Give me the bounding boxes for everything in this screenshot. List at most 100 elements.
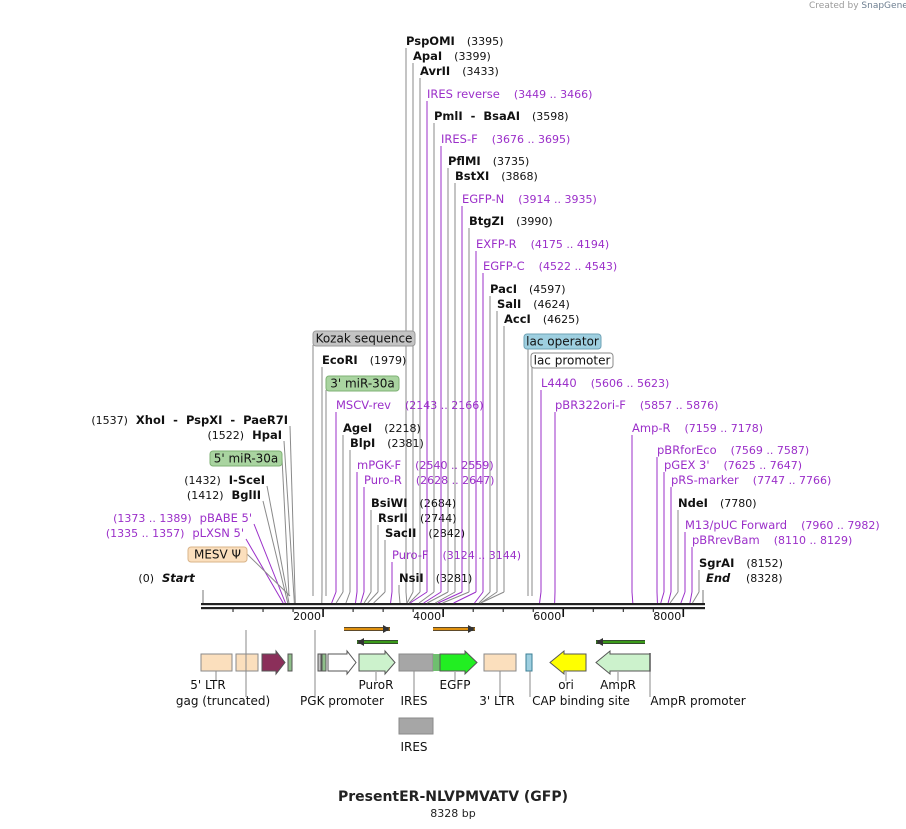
feature-label-ori: ori — [558, 678, 574, 692]
enzyme-position: (4624) — [533, 298, 570, 311]
enzyme-acci: AccI(4625) — [480, 312, 579, 604]
primer-name: EGFP-N — [462, 192, 504, 206]
primer-arrow-forward — [433, 625, 475, 633]
enzyme-leader-tail — [427, 591, 449, 604]
snapgene-watermark: Created by SnapGene — [809, 1, 906, 11]
primer-name: IRES reverse — [427, 87, 500, 101]
feature-5-ltr — [200, 653, 233, 672]
enzyme-name: SalI — [497, 297, 521, 311]
feature-mirna-mark — [321, 653, 327, 672]
enzyme-position: (1979) — [370, 354, 407, 367]
enzyme-position: (2684) — [420, 497, 457, 510]
enzyme-name: BtgZI — [469, 214, 504, 228]
enzyme-name: XhoI - PspXI - PaeR7I — [136, 413, 288, 427]
primer-name: IRES-F — [441, 132, 478, 146]
enzyme-position: (2381) — [387, 437, 424, 450]
primer-leader-tail — [423, 591, 442, 604]
primer-amp-r: Amp-R(7159 .. 7178) — [631, 421, 763, 604]
primer-position: (4175 .. 4194) — [531, 238, 610, 251]
enzyme-name: HpaI — [252, 428, 282, 442]
enzyme-leader-tail — [363, 591, 372, 604]
feature-gag-truncated — [261, 649, 286, 676]
primer-name: pRS-marker — [671, 473, 739, 487]
feature-label-puror: PuroR — [359, 678, 394, 692]
primer-ires-reverse: IRES reverse(3449 .. 3466) — [409, 87, 592, 604]
primer-position: (2540 .. 2559) — [415, 459, 494, 472]
primer-mscv-rev: MSCV-rev(2143 .. 2166) — [331, 398, 484, 604]
enzyme-position: (8152) — [746, 557, 783, 570]
primer-name: L4440 — [541, 376, 577, 390]
enzyme-position: (3598) — [532, 110, 569, 123]
enzyme-name: PacI — [490, 282, 517, 296]
enzyme-i-scei: I-SceI(1432) — [184, 473, 290, 604]
feature-label-5-ltr: 5' LTR — [190, 678, 225, 692]
callout-box — [530, 352, 614, 369]
enzyme-name: PspOMI — [406, 34, 455, 48]
callout-box — [209, 450, 283, 467]
primer-name: EGFP-C — [483, 259, 525, 273]
enzyme-name: NdeI — [678, 496, 708, 510]
enzyme-position: (1522) — [208, 429, 245, 442]
enzyme-name: AgeI — [343, 421, 372, 435]
enzyme-blpi: BlpI(2381) — [345, 436, 424, 604]
primer-leader-tail — [474, 591, 484, 604]
enzyme-name: RsrII — [378, 511, 408, 525]
snapgene-logo: SnapGene — [861, 1, 906, 11]
callout-label: Kozak sequence — [316, 332, 413, 346]
end-label: End — [706, 571, 731, 585]
callout-leader — [246, 553, 291, 597]
primer-leader-tail — [331, 591, 337, 604]
enzyme-hpai: HpaI (1522) — [208, 428, 295, 604]
start-position: (0) — [138, 572, 154, 585]
feature-label-ires: IRES — [400, 740, 427, 754]
primer-leader-tail — [355, 591, 358, 604]
callout-box — [187, 546, 248, 563]
enzyme-position: (3395) — [467, 35, 504, 48]
enzyme-position: (3281) — [436, 572, 473, 585]
axis-tick-label: 6000 — [533, 610, 561, 623]
enzyme-bsiwi: BsiWI (2684) — [363, 496, 457, 604]
primer-pbr322ori-f: pBR322ori-F(5857 .. 5876) — [554, 398, 718, 604]
primer-arrow-forward — [344, 625, 390, 633]
primer-leader-tail — [680, 591, 686, 604]
enzyme-position: (3990) — [516, 215, 553, 228]
enzyme-position: (2744) — [420, 512, 457, 525]
feature-ires — [398, 653, 434, 672]
enzyme-leader-tail — [442, 591, 470, 604]
enzyme-pspomi: PspOMI (3395) — [405, 34, 504, 604]
enzyme-leader-tail — [480, 591, 505, 604]
enzyme-position: (1412) — [187, 489, 224, 502]
feature-lac-operator — [525, 653, 533, 672]
enzyme-ndei: NdeI(7780) — [669, 496, 757, 604]
primer-mpgk-f: mPGK-F(2540 .. 2559) — [355, 458, 494, 604]
enzyme-sgrai: SgrAI(8152) — [692, 556, 783, 604]
callout-mesv: MESV Ψ — [187, 546, 291, 597]
feature-label-ires: IRES — [400, 694, 427, 708]
axis-tick-label: 2000 — [293, 610, 321, 623]
enzyme-position: (1432) — [184, 474, 221, 487]
primer-position: (7960 .. 7982) — [801, 519, 880, 532]
enzyme-leader-tail — [669, 591, 679, 604]
enzyme-name: BsiWI — [371, 496, 408, 510]
primer-name: M13/pUC Forward — [685, 518, 787, 532]
feature-egfp — [439, 649, 478, 676]
enzyme-position: (3735) — [493, 155, 530, 168]
start-label: Start — [162, 571, 195, 585]
primer-position: (1335 .. 1357) — [106, 527, 185, 540]
enzyme-name: AccI — [504, 312, 531, 326]
primer-name: pLXSN 5' — [192, 526, 244, 540]
callout-leader — [281, 457, 290, 597]
feature-pgk-promoter — [327, 649, 357, 676]
primer-position: (3914 .. 3935) — [518, 193, 597, 206]
feature-puror — [358, 649, 396, 676]
primer-position: (2143 .. 2166) — [405, 399, 484, 412]
enzyme-name: EcoRI — [322, 353, 358, 367]
primer-egfp-c: EGFP-C(4522 .. 4543) — [474, 259, 617, 604]
enzyme-leader-tail — [478, 591, 491, 604]
primer-name: pBR322ori-F — [555, 398, 626, 412]
enzyme-avrii: AvrII(3433) — [408, 64, 499, 604]
enzyme-pmli-bsaai: PmlI - BsaAI(3598) — [418, 109, 569, 604]
primer-name: pGEX 3' — [664, 458, 710, 472]
feature-label-egfp: EGFP — [439, 678, 470, 692]
primer-leader-tail — [437, 591, 463, 604]
